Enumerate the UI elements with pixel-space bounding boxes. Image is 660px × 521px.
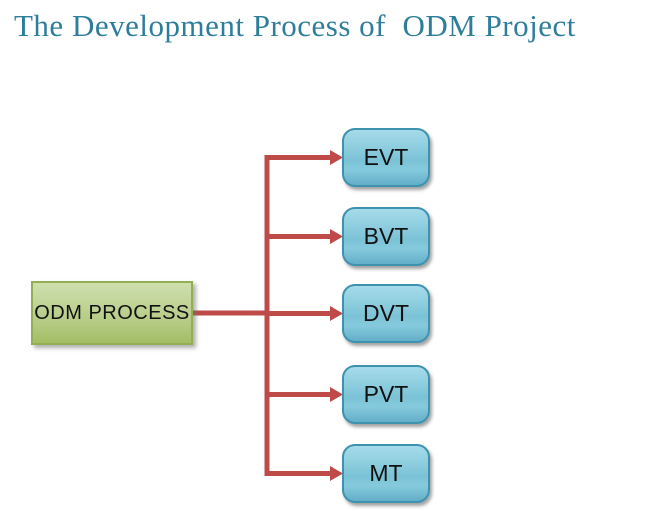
diagram-title: The Development Process of ODM Project xyxy=(14,8,576,43)
node-bvt-label: BVT xyxy=(363,223,409,249)
arrowhead-pvt xyxy=(330,387,343,402)
node-dvt-label: DVT xyxy=(363,300,409,326)
connector-lines xyxy=(193,155,331,476)
node-evt: EVT xyxy=(342,128,430,187)
node-odm-process: ODM PROCESS xyxy=(31,281,193,345)
arrowhead-bvt xyxy=(330,229,343,244)
node-odm-process-label: ODM PROCESS xyxy=(34,301,190,324)
node-mt-label: MT xyxy=(369,460,403,486)
node-mt: MT xyxy=(342,444,430,503)
arrowhead-evt xyxy=(330,150,343,165)
arrowhead-dvt xyxy=(330,306,343,321)
arrowhead-mt xyxy=(330,466,343,481)
node-pvt-label: PVT xyxy=(363,381,409,407)
node-evt-label: EVT xyxy=(363,144,409,170)
node-pvt: PVT xyxy=(342,365,430,424)
node-dvt: DVT xyxy=(342,284,430,343)
arrowheads xyxy=(330,150,343,481)
node-bvt: BVT xyxy=(342,207,430,266)
